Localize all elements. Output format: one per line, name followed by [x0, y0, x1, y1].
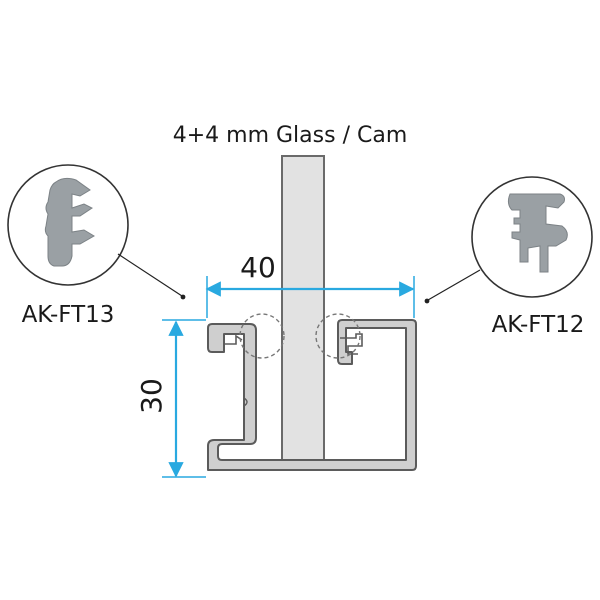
gasket-ft12-leader-line	[427, 269, 481, 301]
height-dimension-label: 30	[135, 378, 168, 414]
gasket-ft13-label: AK-FT13	[22, 302, 115, 328]
gasket-ft12-callout	[471, 176, 593, 298]
gasket-ft12-label: AK-FT12	[492, 312, 585, 338]
gasket-ft13-leader-dot	[180, 294, 186, 300]
left-gasket-position-marker	[239, 313, 285, 359]
gasket-ft12-leader-dot	[424, 298, 430, 304]
gasket-ft13-callout	[7, 164, 129, 286]
glass-pane	[281, 155, 325, 463]
width-dimension-label: 40	[240, 251, 276, 284]
right-gasket-position-marker	[315, 313, 361, 359]
gasket-ft13-icon	[44, 177, 95, 267]
aluminium-profile	[207, 319, 417, 471]
gasket-ft13-leader-line	[117, 253, 183, 297]
diagram-title: 4+4 mm Glass / Cam	[173, 123, 408, 148]
gasket-ft12-icon	[507, 193, 568, 273]
